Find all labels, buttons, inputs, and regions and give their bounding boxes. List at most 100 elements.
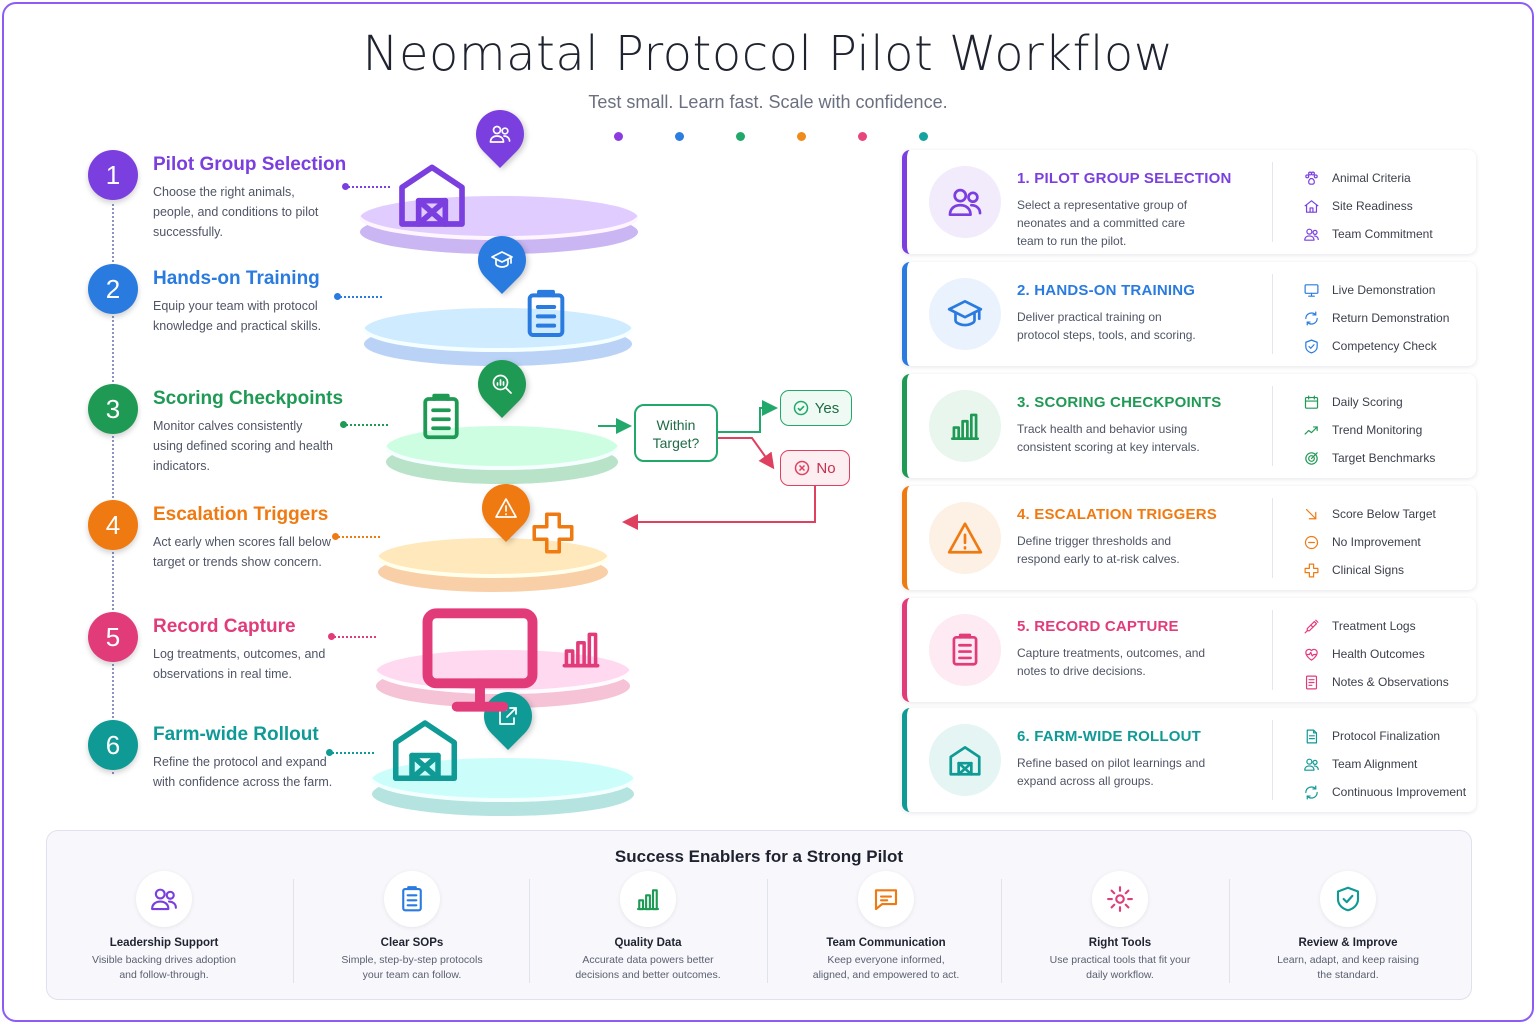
enabler-description: Use practical tools that fit your daily … [1049,954,1191,981]
step-number: 6 [88,720,138,770]
card-feature-label: Team Alignment [1332,757,1418,771]
card-title: 2. HANDS-ON TRAINING [1017,282,1196,299]
card-feature-label: Protocol Finalization [1332,729,1441,743]
card-description: Capture treatments, outcomes, and notes … [1017,646,1206,678]
bar-chart-icon [636,889,660,911]
enabler-icon-circle [1320,871,1376,927]
card-title: 6. FARM-WIDE ROLLOUT [1017,728,1201,745]
card-feature-item: Return Demonstration [1303,304,1449,332]
color-dot [858,132,867,141]
card-feature-label: Continuous Improvement [1332,785,1467,799]
shield-check-icon [1305,339,1318,353]
page-title: Neomatal Protocol Pilot Workflow [362,26,1174,82]
card-feature-label: Animal Criteria [1332,171,1411,185]
card-feature-label: Treatment Logs [1332,619,1416,633]
team-icon [948,188,982,217]
card-feature-item: Competency Check [1303,332,1449,360]
card-divider [1272,162,1273,242]
clipboard-icon [952,633,978,666]
card-feature-label: Score Below Target [1332,507,1436,521]
card-feature-item: Team Alignment [1303,750,1466,778]
card-feature-label: Notes & Observations [1332,675,1449,689]
step-title: Escalation Triggers [153,504,329,525]
step-card: 1. PILOT GROUP SELECTION Select a repres… [902,150,1476,254]
card-divider [1272,610,1273,690]
card-feature-item: Daily Scoring [1303,388,1435,416]
enabler-description: Simple, step-by-step protocols your team… [341,954,483,981]
yes-label: Yes [814,399,840,417]
color-dot [919,132,928,141]
barn-icon [399,164,465,227]
card-feature-label: Health Outcomes [1332,647,1425,661]
step-connector [336,296,382,298]
color-dot [797,132,806,141]
enabler-item: Review & Improve Learn, adapt, and keep … [1233,871,1463,983]
step-number: 3 [88,384,138,434]
card-feature-item: Protocol Finalization [1303,722,1466,750]
connector-dot [326,749,333,756]
scene-illustration [410,590,550,735]
step-pin [468,226,536,294]
color-dot [675,132,684,141]
monitor-icon [1304,283,1319,297]
card-feature-item: Notes & Observations [1303,668,1449,696]
step-title: Scoring Checkpoints [153,388,344,409]
warning-icon [947,522,983,554]
enabler-description: Accurate data powers better decisions an… [575,954,721,981]
card-title: 4. ESCALATION TRIGGERS [1017,506,1217,523]
connector-dot [332,533,339,540]
card-feature-item: Continuous Improvement [1303,778,1466,806]
step-connector [330,636,376,638]
card-description: Define trigger thresholds and respond ea… [1017,534,1180,566]
enabler-icon-circle [858,871,914,927]
card-feature-item: Clinical Signs [1303,556,1436,584]
barn-icon [392,720,458,782]
scene-illustration [518,286,574,347]
bar-chart-icon [562,632,600,668]
gear-icon [1107,886,1133,912]
document-icon [1306,729,1318,743]
card-description: Deliver practical training on protocol s… [1017,310,1196,342]
enabler-divider [293,879,294,983]
scene-illustration [528,508,578,563]
color-dots [614,132,928,141]
card-feature-label: No Improvement [1332,535,1421,549]
page-subtitle: Test small. Learn fast. Scale with confi… [588,92,948,112]
clipboard-icon [527,289,565,337]
enablers-title: Success Enablers for a Strong Pilot [614,847,904,866]
timeline-line [112,204,114,774]
step-number: 4 [88,500,138,550]
card-divider [1272,386,1273,466]
note-icon [1305,675,1318,689]
enabler-item: Quality Data Accurate data powers better… [533,871,763,983]
color-dot [614,132,623,141]
enabler-item: Team Communication Keep everyone informe… [771,871,1001,983]
enabler-title: Right Tools [1088,937,1152,949]
step-card: 2. HANDS-ON TRAINING Deliver practical t… [902,262,1476,366]
step-number: 5 [88,612,138,662]
search-chart-icon [492,374,512,394]
step-card: 5. RECORD CAPTURE Capture treatments, ou… [902,598,1476,702]
card-feature-item: Team Commitment [1303,220,1433,248]
step-description: Act early when scores fall below target … [153,535,331,569]
card-feature-item: Health Outcomes [1303,640,1449,668]
decision-box: Within Target? [634,404,718,462]
card-feature-item: Target Benchmarks [1303,444,1435,472]
card-feature-label: Team Commitment [1332,227,1433,241]
card-feature-label: Site Readiness [1332,199,1413,213]
medical-cross-icon [532,512,574,554]
enabler-divider [1229,879,1230,983]
calendar-icon [1304,395,1319,409]
success-enablers: Success Enablers for a Strong Pilot Lead… [46,830,1472,1000]
step-number: 2 [88,264,138,314]
card-description: Select a representative group of neonate… [1017,198,1188,248]
card-icon-circle [929,278,1001,350]
enabler-title: Team Communication [826,937,946,949]
team-icon [489,125,511,143]
card-feature-label: Clinical Signs [1332,563,1405,577]
enabler-divider [1001,879,1002,983]
